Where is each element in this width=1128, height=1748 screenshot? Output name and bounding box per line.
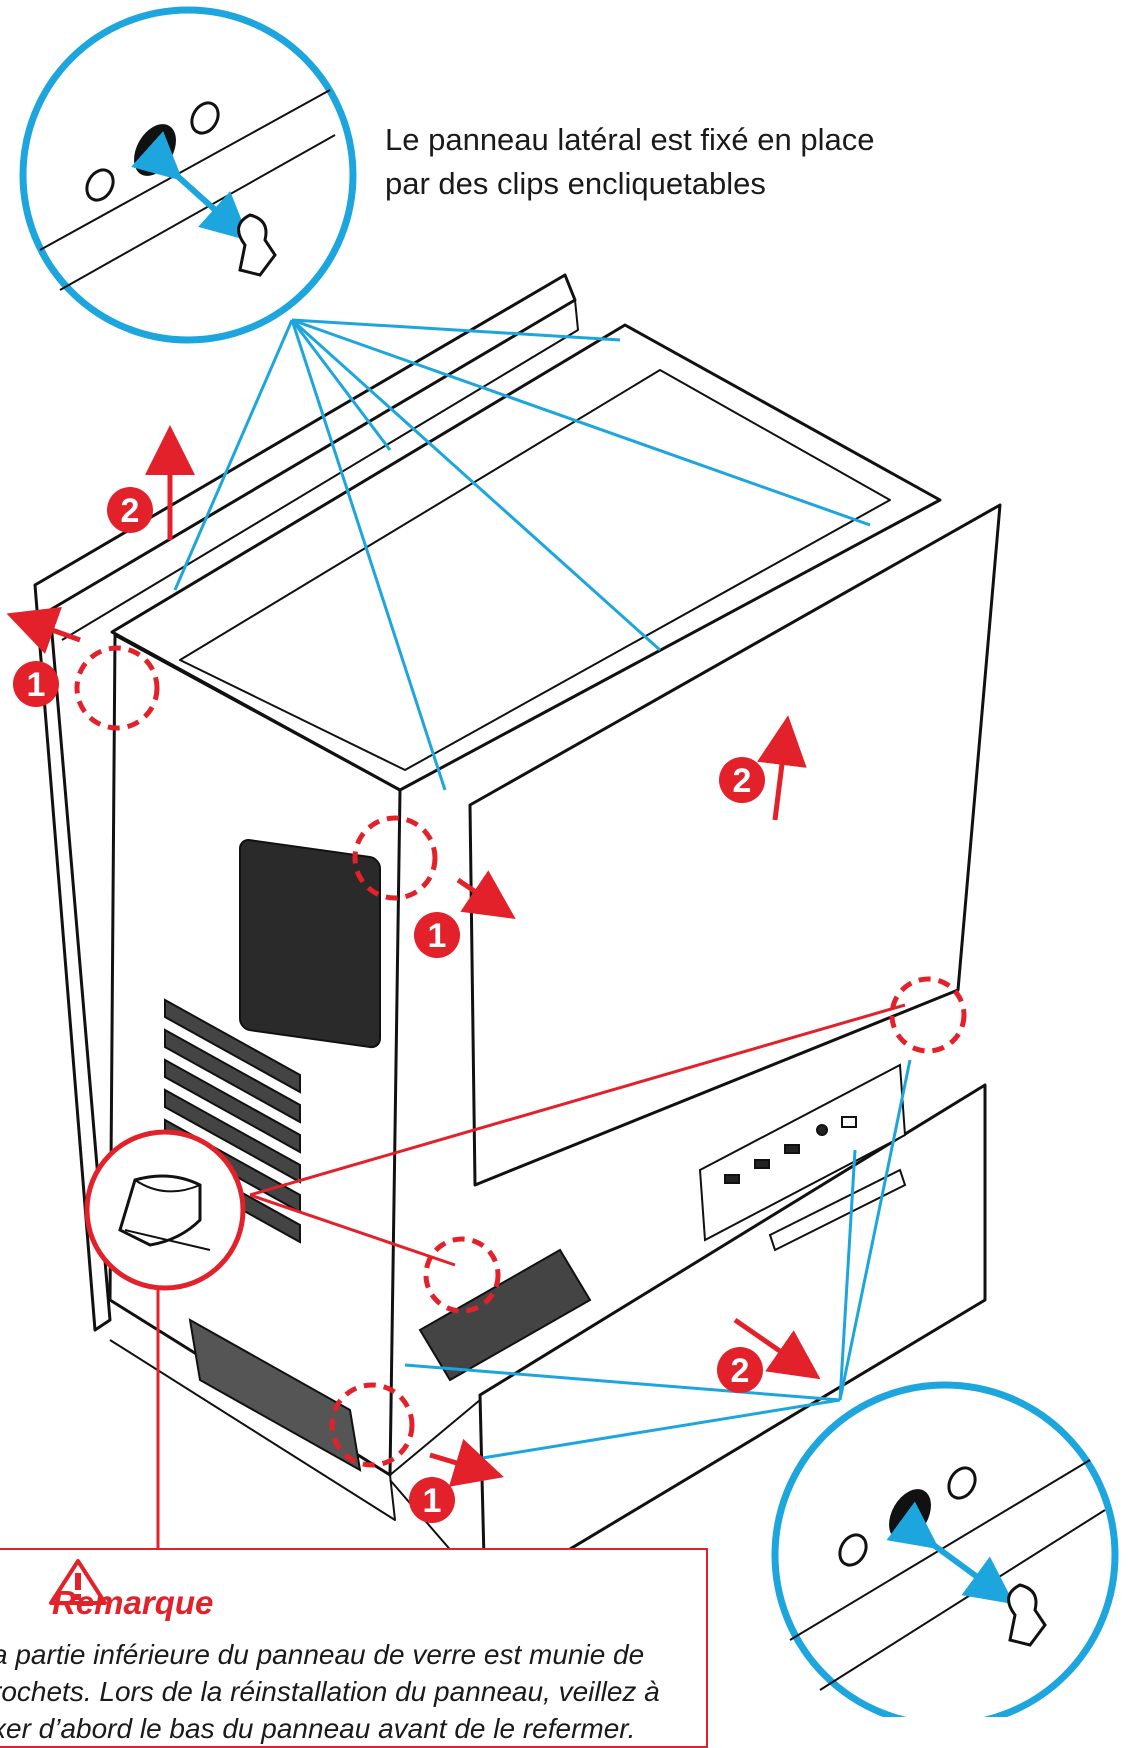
step-marker-2-right: 2 — [719, 757, 765, 803]
clip-callout-lines — [173, 318, 912, 1462]
svg-text:2: 2 — [731, 1352, 750, 1390]
clip-locations — [74, 645, 967, 1468]
warning-triangle-icon — [49, 1559, 107, 1605]
note-line-3: xer d’abord le bas du panneau avant de l… — [0, 1713, 636, 1744]
note-body: a partie inférieure du panneau de verre … — [0, 1636, 752, 1747]
clip-detail-magnifier-top — [19, 6, 357, 344]
step-markers: 1 2 2 1 2 1 — [13, 487, 765, 1523]
front-io-panel — [698, 1063, 907, 1252]
svg-text:2: 2 — [121, 492, 140, 530]
svg-text:2: 2 — [733, 762, 752, 800]
note-line-1: a partie inférieure du panneau de verre … — [0, 1639, 645, 1670]
clip-location-hook — [423, 1236, 501, 1314]
rear-fan-grille — [239, 839, 381, 1049]
callout-line-1: Le panneau latéral est fixé en place — [385, 122, 875, 157]
clip-location-rear-middle — [352, 815, 438, 901]
step-marker-2-top-left: 2 — [107, 487, 153, 533]
svg-text:1: 1 — [27, 666, 46, 704]
note-title: Remarque — [52, 1584, 214, 1621]
snap-clip-callout-text: Le panneau latéral est fixé en place par… — [385, 118, 905, 206]
step-marker-1-bottom: 1 — [409, 1477, 455, 1523]
clip-location-right-middle — [889, 976, 967, 1054]
step-marker-1-top-left: 1 — [13, 661, 59, 707]
clip-location-top-left — [74, 645, 160, 731]
case-top-face — [110, 323, 942, 792]
hook-callout-lines — [156, 1003, 906, 1548]
expansion-slots — [164, 998, 301, 1244]
note-line-2: rochets. Lors de la réinstallation du pa… — [0, 1676, 660, 1707]
clip-detail-magnifier-bottom — [771, 1381, 1119, 1717]
svg-text:1: 1 — [423, 1482, 442, 1520]
step-marker-1-rear: 1 — [414, 912, 460, 958]
clip-location-bottom — [329, 1382, 415, 1468]
bottom-vent — [188, 1248, 592, 1472]
pc-case — [33, 273, 1002, 1602]
svg-text:1: 1 — [428, 917, 447, 955]
step-marker-2-bottom: 2 — [717, 1347, 763, 1393]
hook-detail-magnifier — [84, 1129, 246, 1291]
removal-arrows — [6, 425, 821, 1487]
note-box: Remarque a partie inférieure du panneau … — [0, 1548, 708, 1748]
callout-line-2: par des clips encliquetables — [385, 166, 766, 201]
